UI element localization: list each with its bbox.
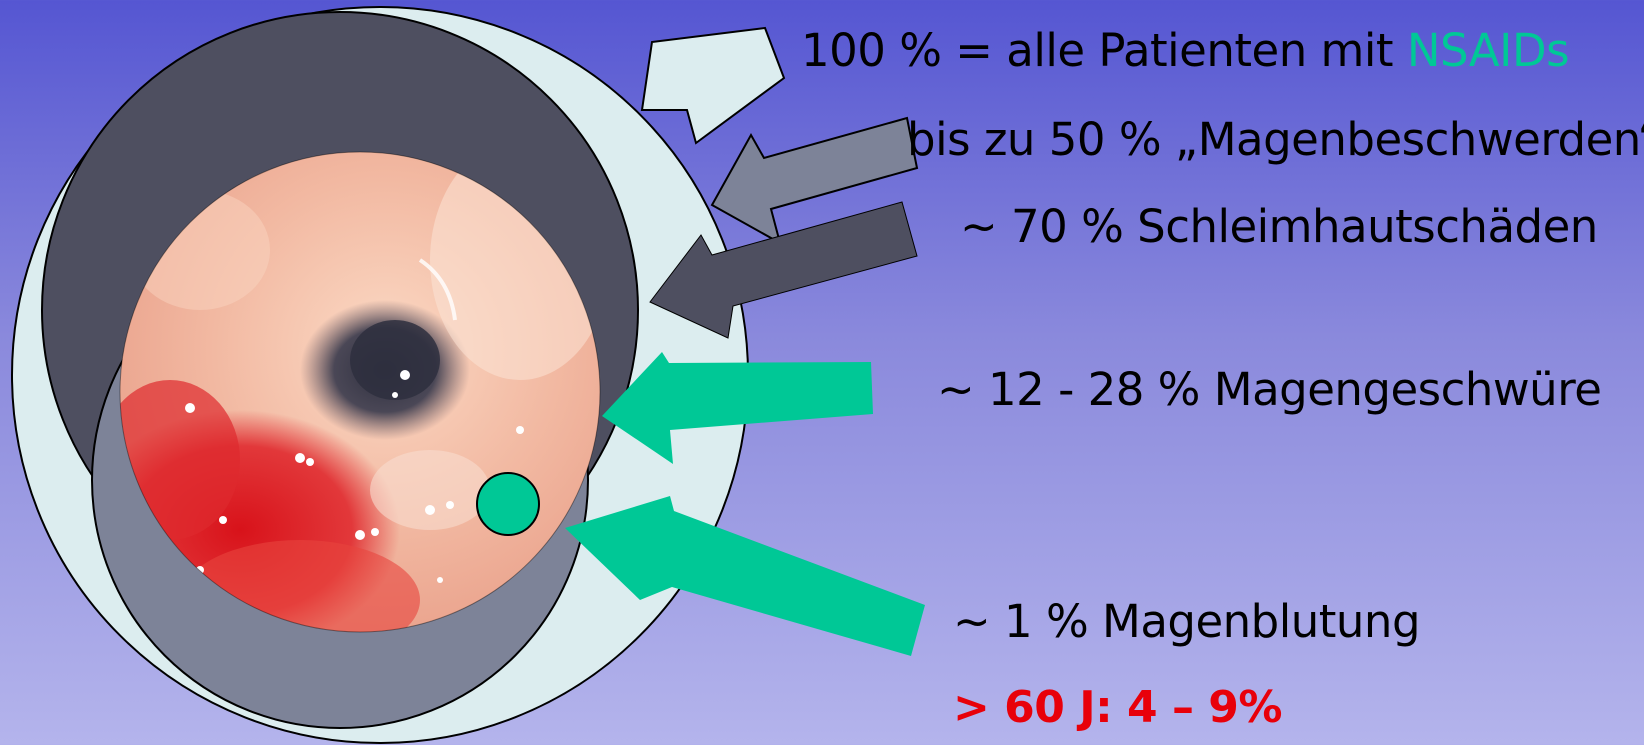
label-nsaids: NSAIDs (1407, 24, 1569, 77)
label-mucosal-damage: ~ 70 % Schleimhautschäden (960, 200, 1598, 253)
label-all-patients: 100 % = alle Patienten mit NSAIDs (801, 24, 1569, 77)
arrow-icon (642, 28, 784, 143)
label-age-risk: > 60 J: 4 – 9% (953, 682, 1282, 733)
marker-dot-icon (477, 473, 539, 535)
label-ulcers: ~ 12 - 28 % Magengeschwüre (937, 363, 1601, 416)
label-bleeding: ~ 1 % Magenblutung (953, 595, 1420, 648)
label-all-patients-text: 100 % = alle Patienten mit (801, 24, 1407, 77)
label-stomach-complaints: bis zu 50 % „Magenbeschwerden“ (907, 113, 1644, 166)
